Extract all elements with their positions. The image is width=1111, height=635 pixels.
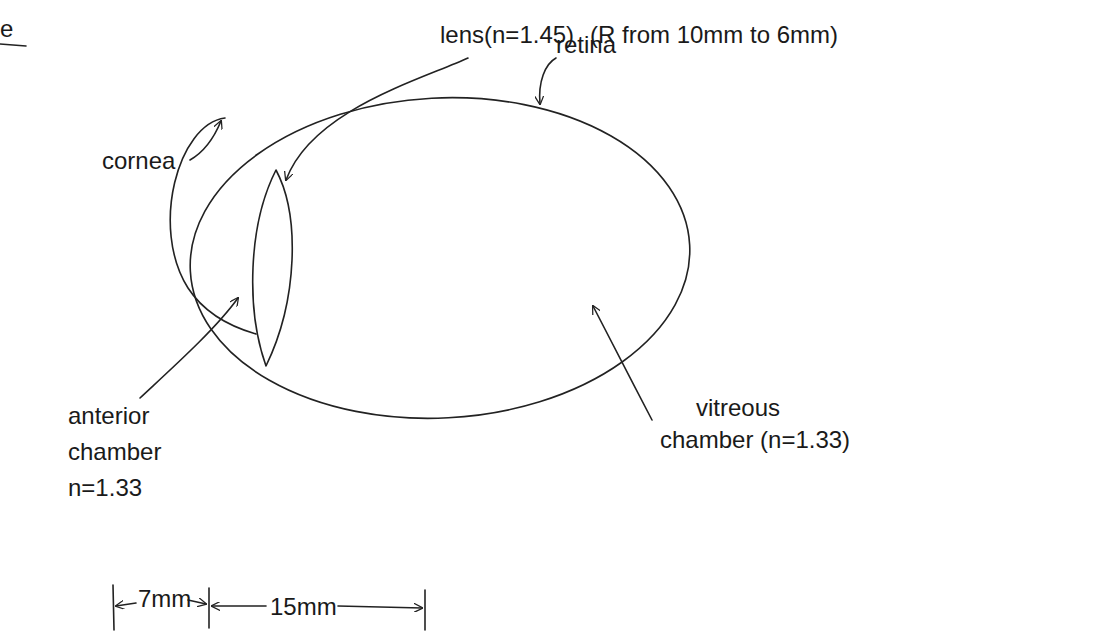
dimension-tick	[424, 590, 426, 630]
lens-outline	[253, 170, 293, 366]
retina-leader	[540, 58, 556, 104]
lens-leader	[286, 58, 468, 180]
part-label: anterior chamber n=1.33	[68, 398, 171, 506]
anterior-leader	[140, 298, 238, 398]
part-label: retina	[556, 30, 616, 60]
part-label: 15mm	[270, 592, 337, 622]
part-label: 7mm	[138, 584, 191, 614]
part-label: lens(n=1.45)	[440, 20, 574, 50]
vitreous-leader	[593, 306, 652, 420]
dimension-arrow	[116, 603, 136, 606]
dimension-tick	[208, 588, 210, 628]
part-label: (R from 10mm to 6mm)	[590, 20, 838, 50]
dimension-tick	[113, 585, 114, 630]
dimension-arrow	[338, 606, 422, 608]
cornea-leader	[190, 121, 221, 160]
part-label: e	[0, 14, 13, 44]
dimension-arrow	[212, 605, 266, 607]
eyeball-outline	[182, 85, 698, 431]
part-label: cornea	[102, 146, 175, 176]
heading-underline	[0, 44, 26, 46]
part-label: vitreous chamber (n=1.33)	[660, 392, 857, 456]
cornea-outline	[170, 118, 256, 334]
